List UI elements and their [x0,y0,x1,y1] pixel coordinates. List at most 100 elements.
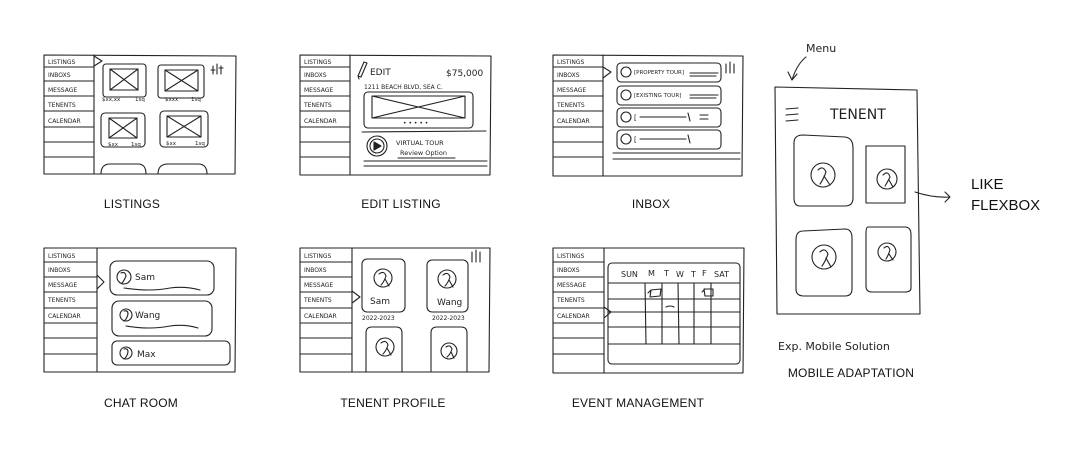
sidebar-item-calendar: CALENDAR [557,313,590,320]
sidebar-item-tenents: TENENTS [556,102,585,109]
caption-chat-room: CHAT ROOM [103,396,179,410]
caption-event-management: EVENT MANAGEMENT [571,396,705,410]
caption-listings: LISTINGS [103,197,161,211]
day-sun: SUN [621,270,638,279]
exp-note: Exp. Mobile Solution [778,340,890,353]
caption-mobile-adaptation: MOBILE ADAPTATION [787,366,915,380]
play-icon [366,135,388,157]
sidebar-item-listings: LISTINGS [304,59,331,66]
sidebar-item-message: MESSAGE [304,282,333,289]
pencil-icon [357,61,368,80]
listing-size: 1sq [195,141,205,147]
tenent-profile-wireframe: LISTINGS INBOXS MESSAGE TENENTS CALENDAR… [299,247,491,373]
like-flexbox-text: LIKE FLEXBOX [971,176,1041,214]
sidebar-item-message: MESSAGE [557,87,586,94]
sidebar-item-message: MESSAGE [304,87,333,94]
sidebar-item-message: MESSAGE [557,282,586,289]
filter-icon [210,63,224,75]
sidebar-item-calendar: CALENDAR [48,118,81,125]
sidebar: LISTINGS INBOXS MESSAGE TENENTS CALENDAR [552,247,612,374]
flexbox-arrow [914,191,951,203]
sidebar-item-inbox: INBOXS [304,267,327,274]
sidebar-item-listings: LISTINGS [557,59,584,66]
listing-card: $xx,xx 1sq [102,63,147,103]
tenent-name: Wang [437,298,462,308]
listing-price: $75,000 [446,69,483,79]
profile-card [365,326,403,373]
hamburger-menu-icon [785,107,799,122]
sidebar: LISTINGS INBOXS MESSAGE TENENTS CALENDAR [552,54,612,177]
sidebar-item-message: MESSAGE [48,282,77,289]
caption-inbox: INBOX [631,197,671,211]
day-tue: T [663,269,669,278]
chat-room-wireframe: LISTINGS INBOXS MESSAGE TENENTS CALENDAR… [43,247,237,373]
sidebar-item-tenents: TENENTS [303,102,332,109]
sidebar-item-listings: LISTINGS [557,253,584,260]
inbox-row: [ [616,107,722,128]
listing-address: 1211 BEACH BLVD, SEA C. [364,84,443,91]
chat-bubble: Max [111,340,231,366]
review-option-label: Review Option [400,149,447,157]
edit-listing-wireframe: LISTINGS INBOXS MESSAGE TENENTS CALENDAR… [299,54,492,176]
profile-card [430,326,468,373]
event-marker [701,288,714,297]
sidebar-item-tenents: TENENTS [47,102,76,109]
sidebar-item-tenents: TENENTS [47,297,76,304]
day-wed: W [676,270,684,279]
tenent-name: Sam [370,297,390,307]
sidebar-item-calendar: CALENDAR [557,118,590,125]
listing-price: $xxx [165,97,179,103]
filter-icon [725,61,735,74]
listing-size: 1sq [135,97,145,103]
calendar-grid [607,262,741,365]
inbox-row-subject: [PROPERTY TOUR] [634,70,684,76]
filter-icon [471,249,481,263]
day-mon: M [648,269,655,278]
event-management-wireframe: LISTINGS INBOXS MESSAGE TENENTS CALENDAR… [552,247,745,374]
like-flexbox-note: LIKE FLEXBOX [971,174,1051,216]
mobile-wireframe: Menu TENENT Exp. Mobile Solution [774,42,951,353]
chat-sender: Max [137,350,156,360]
day-fri: F [702,269,707,278]
inbox-row: [PROPERTY TOUR] [616,62,722,83]
chat-bubble: Sam [109,260,215,296]
caption-edit-listing: EDIT LISTING [361,197,441,211]
listing-card: $xx 1sq [100,112,146,148]
sidebar-item-listings: LISTINGS [304,253,331,260]
listings-wireframe: LISTINGS INBOXS MESSAGE TENENTS CALENDAR… [43,54,237,175]
sidebar-item-tenents: TENENTS [556,297,585,304]
sidebar-item-inbox: INBOXS [48,72,71,79]
sidebar-item-inbox: INBOXS [304,72,327,79]
caption-tenent-profile: TENENT PROFILE [340,396,446,410]
sidebar-item-listings: LISTINGS [48,59,75,66]
sidebar-item-calendar: CALENDAR [48,313,81,320]
listing-price: $xx [108,142,119,148]
listing-size: 1sq [131,142,141,148]
chat-sender: Sam [135,273,155,283]
inbox-wireframe: LISTINGS INBOXS MESSAGE TENENTS CALENDAR… [552,54,744,177]
tenent-years: 2022-2023 [362,315,395,322]
profile-card: Wang 2022-2023 [426,259,469,322]
listing-price: $xx [166,141,177,147]
photo-placeholder [363,91,474,129]
menu-note: Menu [806,42,836,55]
edit-label: EDIT [370,68,391,78]
sidebar: LISTINGS INBOXS MESSAGE TENENTS CALENDAR [299,54,351,176]
sidebar-item-tenents: TENENTS [303,297,332,304]
inbox-row: [ [616,129,722,150]
inbox-row: [EXISTING TOUR] [616,85,722,106]
virtual-tour-label: VIRTUAL TOUR [396,139,444,147]
listing-card: $xx 1sq [159,110,209,148]
inbox-row-subject: [ [634,114,637,122]
photo-carousel-dots: • • • • • [403,120,428,127]
sidebar-item-inbox: INBOXS [48,267,71,274]
profile-card: Sam 2022-2023 [361,258,406,322]
sidebar-item-calendar: CALENDAR [304,313,337,320]
tenent-years: 2022-2023 [432,315,465,322]
inbox-row-subject: [EXISTING TOUR] [634,93,681,99]
sidebar-item-calendar: CALENDAR [304,118,337,125]
sidebar-item-message: MESSAGE [48,87,77,94]
day-thu: T [690,270,696,279]
listing-price: $xx,xx [102,97,121,103]
